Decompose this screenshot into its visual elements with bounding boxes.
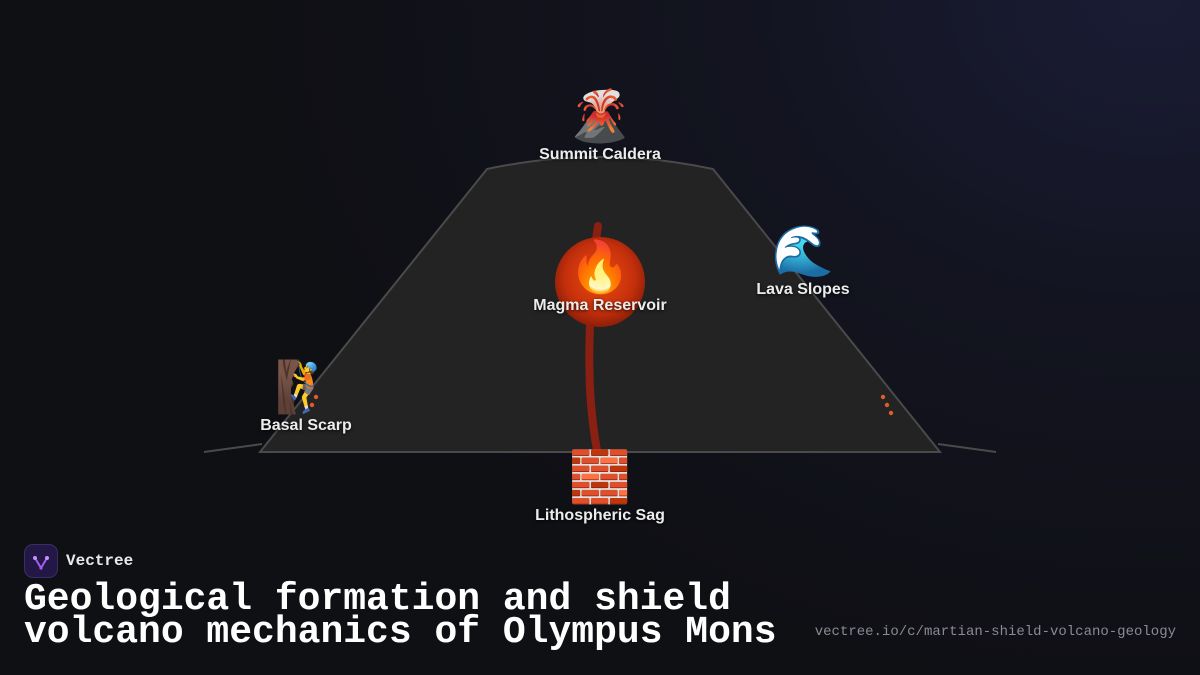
brick-icon: 🧱 — [568, 448, 632, 506]
magma-reservoir-chamber — [555, 237, 645, 327]
fire-icon: 🔥 — [568, 238, 632, 296]
volcano-icon: 🌋 — [568, 87, 632, 145]
magma-reservoir-label: Magma Reservoir — [533, 297, 667, 314]
node-lithospheric-sag: 🧱 Lithospheric Sag — [535, 449, 665, 525]
node-lava-slopes: 🌊 Lava Slopes — [756, 223, 849, 299]
source-url: vectree.io/c/martian-shield-volcano-geol… — [814, 624, 1176, 640]
lava-drips-left — [309, 394, 319, 408]
basal-scarp-label: Basal Scarp — [260, 417, 352, 434]
lava-slopes-label: Lava Slopes — [756, 281, 850, 298]
brand: Vectree — [24, 544, 133, 578]
brand-name: Vectree — [66, 552, 134, 570]
ground-line-right — [937, 443, 997, 453]
node-basal-scarp: 🧗 Basal Scarp — [260, 359, 352, 435]
wave-icon: 🌊 — [771, 222, 835, 280]
lithospheric-sag-label: Lithospheric Sag — [535, 507, 665, 524]
climber-icon: 🧗 — [274, 358, 338, 416]
page-title: Geological formation and shield volcano … — [24, 578, 777, 654]
node-summit-caldera: 🌋 Summit Caldera — [539, 88, 661, 164]
summit-caldera-label: Summit Caldera — [539, 146, 661, 163]
node-magma-reservoir: 🔥 Magma Reservoir — [533, 239, 666, 315]
vectree-logo-icon — [24, 544, 58, 578]
ground-line-left — [203, 443, 263, 453]
lava-drips-right — [880, 394, 894, 416]
